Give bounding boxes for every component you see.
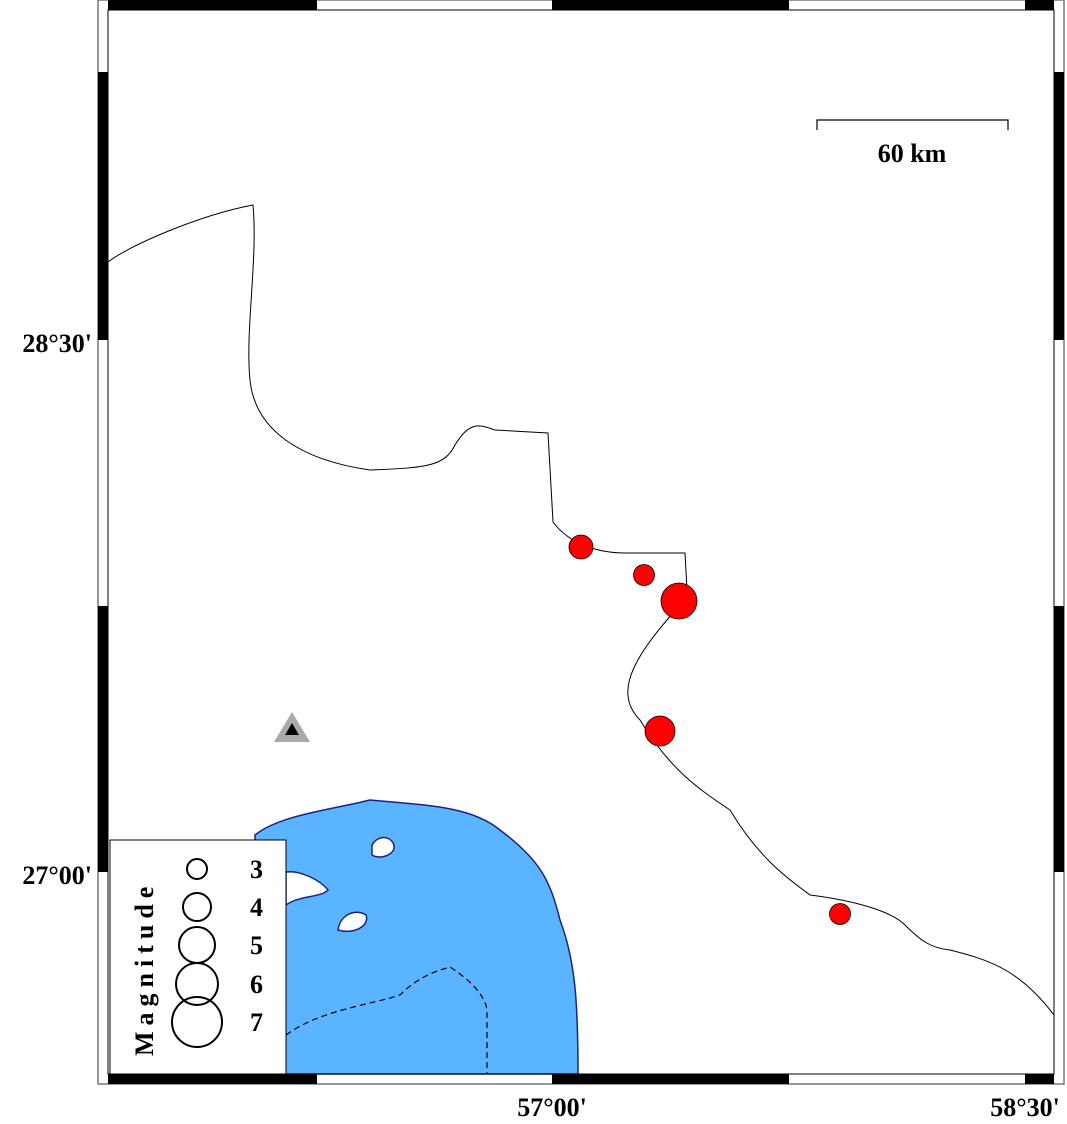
event-marker[interactable] xyxy=(633,564,655,586)
island xyxy=(371,836,395,858)
lon-label: 57°00' xyxy=(517,1093,587,1122)
peninsula xyxy=(285,871,330,907)
event-marker[interactable] xyxy=(644,715,676,747)
legend-label: 3 xyxy=(250,855,263,884)
lon-label: 58°30' xyxy=(990,1093,1060,1122)
lat-label: 28°30' xyxy=(22,329,92,358)
depth-contour xyxy=(285,966,488,1074)
station-triangle-icon xyxy=(285,723,299,735)
event-marker[interactable] xyxy=(568,534,594,560)
events xyxy=(568,534,851,925)
legend-label: 5 xyxy=(250,931,263,960)
scale-bar xyxy=(816,119,1009,130)
lat-label: 27°00' xyxy=(22,861,92,890)
event-marker[interactable] xyxy=(829,903,851,925)
legend-circle xyxy=(182,892,212,922)
frame-ticks xyxy=(98,0,1064,1084)
legend-label: 6 xyxy=(250,970,263,999)
scale-bar-label: 60 km xyxy=(878,139,947,168)
legend-title: Magnitude xyxy=(130,881,159,1056)
island xyxy=(337,911,368,932)
legend-circle xyxy=(186,858,208,880)
legend: Magnitude 3 4 5 6 7 xyxy=(109,839,287,1075)
legend-circle xyxy=(175,962,219,1006)
legend-label: 7 xyxy=(250,1008,263,1037)
sea xyxy=(254,799,579,1075)
legend-circle xyxy=(171,996,223,1048)
legend-label: 4 xyxy=(250,893,263,922)
event-marker[interactable] xyxy=(660,582,698,620)
